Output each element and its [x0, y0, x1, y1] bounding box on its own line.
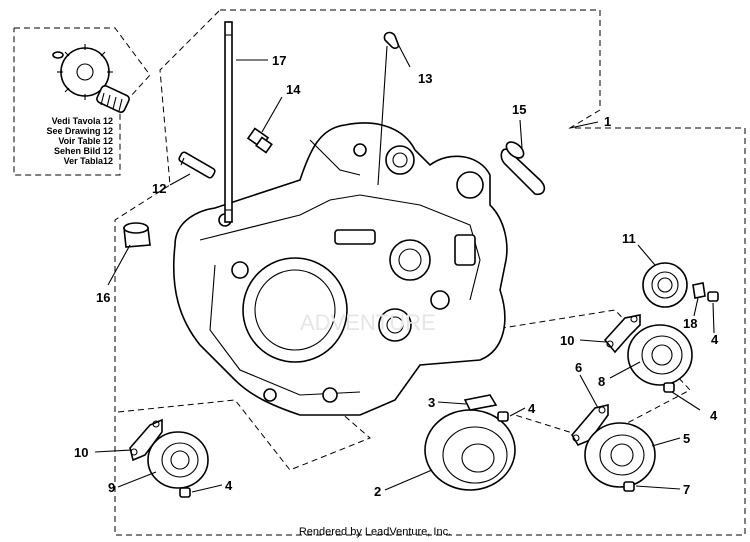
screw-icon — [623, 481, 635, 492]
main-bearing-icon — [424, 409, 516, 491]
callout-17: 17 — [272, 53, 286, 68]
callout-14: 14 — [286, 82, 301, 97]
bearing-icon — [147, 431, 209, 489]
callout-1: 1 — [604, 114, 611, 129]
callout-labels: 1 2 3 4 4 4 4 4 5 6 7 8 9 10 10 11 12 13… — [74, 53, 719, 499]
clip-icon — [383, 31, 400, 49]
small-bushing-icon — [123, 222, 151, 248]
callout-15: 15 — [512, 102, 526, 117]
callout-7: 7 — [683, 482, 690, 497]
callout-16: 16 — [96, 290, 110, 305]
callout-4: 4 — [528, 401, 536, 416]
needle-bearing-icon — [96, 85, 130, 113]
callout-9: 9 — [108, 480, 115, 495]
callout-10: 10 — [560, 333, 574, 348]
washer-tab-icon — [692, 282, 706, 299]
bearing-icon — [584, 422, 656, 488]
bearing-retainer-icon — [603, 314, 641, 354]
bearing-retainer-icon — [571, 403, 609, 447]
screw-icon — [663, 382, 675, 393]
callout-12: 12 — [152, 181, 166, 196]
screw-icon — [497, 411, 509, 422]
plate-icon — [463, 394, 498, 411]
callout-10: 10 — [74, 445, 88, 460]
callout-6: 6 — [575, 360, 582, 375]
stud-icon — [224, 21, 233, 223]
footer-credit: Rendered by LeadVenture, Inc. — [298, 526, 452, 538]
note-german: Sehen Bild 12 — [54, 146, 113, 156]
callout-13: 13 — [418, 71, 432, 86]
crankcase-icon — [172, 122, 508, 416]
bushing-icon — [500, 141, 546, 196]
callout-4: 4 — [225, 478, 233, 493]
callout-5: 5 — [683, 431, 690, 446]
note-french: Voir Table 12 — [58, 136, 113, 146]
note-italian: Vedi Tavola 12 — [52, 116, 113, 126]
callout-2: 2 — [374, 484, 381, 499]
screw-icon — [707, 291, 719, 302]
dowel-pin-icon — [178, 151, 216, 179]
note-spanish: Ver Tabla12 — [64, 156, 113, 166]
note-english: See Drawing 12 — [46, 126, 113, 136]
callout-8: 8 — [598, 374, 605, 389]
fitting-icon — [246, 127, 273, 154]
leader-lines — [94, 43, 715, 493]
bearing-icon — [627, 324, 693, 386]
bearing-icon — [642, 262, 688, 308]
bearing-retainer-icon — [129, 418, 163, 462]
assembly-boundary — [114, 9, 746, 536]
callout-11: 11 — [622, 231, 636, 246]
see-drawing-notes: Vedi Tavola 12 See Drawing 12 Voir Table… — [46, 116, 113, 166]
callout-4: 4 — [711, 332, 719, 347]
callout-18: 18 — [683, 316, 697, 331]
callout-4: 4 — [710, 408, 718, 423]
screw-icon — [179, 487, 191, 498]
callout-3: 3 — [428, 395, 435, 410]
right-subassembly-outline — [489, 309, 691, 441]
gear-icon — [52, 44, 113, 100]
watermark: ADVENTURE — [300, 310, 436, 335]
